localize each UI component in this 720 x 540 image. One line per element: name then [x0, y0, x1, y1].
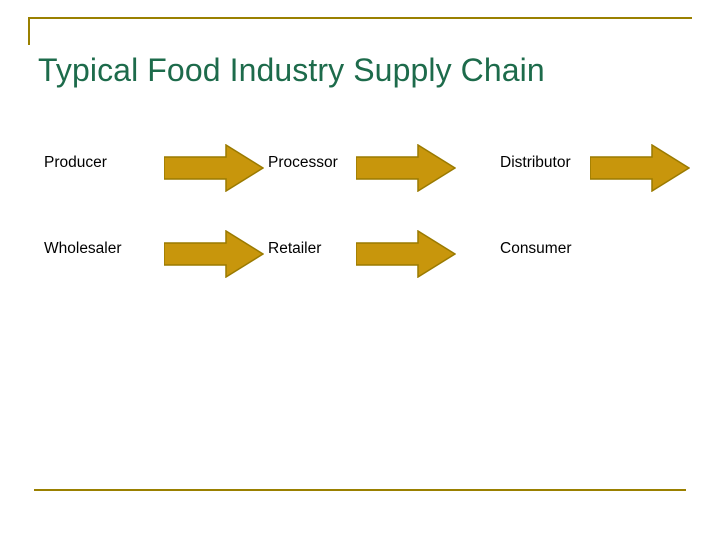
chain-node-processor: Processor — [268, 138, 488, 198]
chain-row: Producer Processor Distributor — [0, 138, 720, 198]
chain-node-wholesaler: Wholesaler — [44, 224, 264, 284]
chain-node-label: Wholesaler — [44, 240, 122, 257]
right-arrow-icon — [164, 144, 264, 192]
chain-node-retailer: Retailer — [268, 224, 488, 284]
right-arrow-icon — [356, 230, 456, 278]
chain-node-label: Retailer — [268, 240, 322, 257]
right-arrow-icon — [356, 144, 456, 192]
right-arrow-icon — [164, 230, 264, 278]
chain-node-distributor: Distributor — [500, 138, 720, 198]
chain-node-label: Consumer — [500, 240, 572, 257]
chain-row: Wholesaler Retailer Consumer — [0, 224, 720, 284]
top-divider — [28, 17, 692, 19]
bottom-divider — [34, 489, 686, 491]
chain-node-label: Producer — [44, 154, 107, 171]
supply-chain-diagram: Producer Processor Distributor — [0, 120, 720, 300]
left-divider — [28, 17, 30, 45]
page-title: Typical Food Industry Supply Chain — [38, 52, 545, 89]
chain-node-label: Processor — [268, 154, 338, 171]
chain-node-consumer: Consumer — [500, 224, 720, 284]
chain-node-label: Distributor — [500, 154, 571, 171]
chain-node-producer: Producer — [44, 138, 264, 198]
right-arrow-icon — [590, 144, 690, 192]
